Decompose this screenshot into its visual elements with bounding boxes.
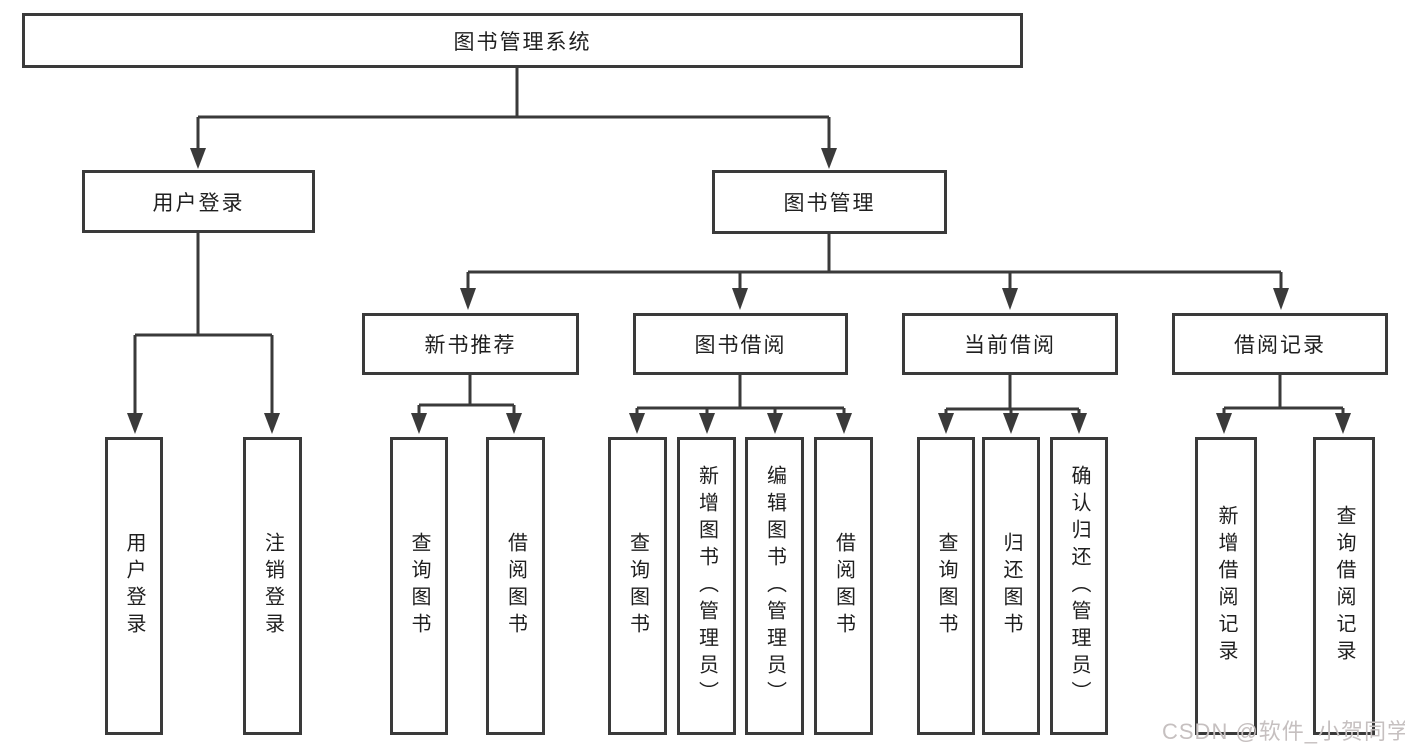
leaf-query-books-recommend: 查询图书 <box>390 437 448 735</box>
node-user-login: 用户登录 <box>82 170 315 233</box>
node-current-borrow: 当前借阅 <box>902 313 1118 375</box>
leaf-user-login: 用户登录 <box>105 437 163 735</box>
leaf-edit-books-admin: 编辑图书（管理员） <box>745 437 804 735</box>
arrow-down-icon <box>699 413 715 434</box>
arrow-down-icon <box>264 413 280 434</box>
arrow-down-icon <box>1002 288 1018 310</box>
node-root: 图书管理系统 <box>22 13 1023 68</box>
arrow-down-icon <box>1071 413 1087 434</box>
arrow-down-icon <box>629 413 645 434</box>
arrow-down-icon <box>460 288 476 310</box>
arrow-down-icon <box>732 288 748 310</box>
leaf-add-borrow-record: 新增借阅记录 <box>1195 437 1257 735</box>
leaf-return-books: 归还图书 <box>982 437 1040 735</box>
arrow-down-icon <box>127 413 143 434</box>
arrow-down-icon <box>506 413 522 434</box>
arrow-down-icon <box>836 413 852 434</box>
leaf-confirm-return-admin: 确认归还（管理员） <box>1050 437 1108 735</box>
leaf-borrow-books-recommend: 借阅图书 <box>486 437 545 735</box>
arrow-down-icon <box>411 413 427 434</box>
leaf-query-borrow-record: 查询借阅记录 <box>1313 437 1375 735</box>
arrow-down-icon <box>1003 413 1019 434</box>
arrow-down-icon <box>821 148 837 169</box>
arrow-down-icon <box>1216 413 1232 434</box>
leaf-logout: 注销登录 <box>243 437 302 735</box>
arrow-down-icon <box>1335 413 1351 434</box>
node-book-management: 图书管理 <box>712 170 947 234</box>
csdn-watermark: CSDN @软件_小贺同学 <box>1162 719 1405 744</box>
leaf-query-books-current: 查询图书 <box>917 437 975 735</box>
node-book-borrow: 图书借阅 <box>633 313 848 375</box>
arrow-down-icon <box>938 413 954 434</box>
leaf-query-books-borrow: 查询图书 <box>608 437 667 735</box>
leaf-borrow-books: 借阅图书 <box>814 437 873 735</box>
arrow-down-icon <box>190 148 206 169</box>
leaf-add-books-admin: 新增图书（管理员） <box>677 437 736 735</box>
node-borrow-records: 借阅记录 <box>1172 313 1388 375</box>
node-new-book-recommend: 新书推荐 <box>362 313 579 375</box>
arrow-down-icon <box>767 413 783 434</box>
arrow-down-icon <box>1273 288 1289 310</box>
